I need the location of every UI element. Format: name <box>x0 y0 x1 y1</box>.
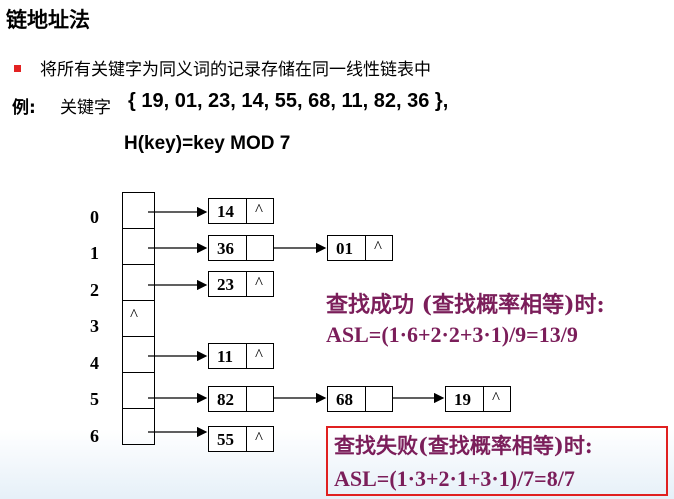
node-value: 36 <box>209 236 247 260</box>
null-pointer-icon: ^ <box>130 305 138 324</box>
node-55: 55 ^ <box>208 426 274 452</box>
key-set: { 19, 01, 23, 14, 55, 68, 11, 82, 36 }, <box>128 90 449 112</box>
index-label-2: 2 <box>90 280 99 300</box>
success-heading: 查找成功 (查找概率相等)时: <box>326 292 605 318</box>
pointer-cell <box>366 387 390 411</box>
null-pointer-icon: ^ <box>492 388 500 407</box>
node-value: 19 <box>446 387 484 411</box>
node-value: 68 <box>328 387 366 411</box>
node-23: 23 ^ <box>208 271 274 297</box>
table-slot-4 <box>122 337 155 373</box>
node-36: 36 <box>208 235 274 261</box>
null-pointer-icon: ^ <box>374 237 382 256</box>
example-label: 例: <box>12 98 36 118</box>
index-label-5: 5 <box>90 389 99 409</box>
table-slot-1 <box>122 229 155 265</box>
example-keyword-label: 关键字 <box>60 98 111 118</box>
node-14: 14 ^ <box>208 198 274 224</box>
table-slot-3: ^ <box>122 301 155 337</box>
node-01: 01 ^ <box>327 235 393 261</box>
page-title: 链地址法 <box>6 8 90 32</box>
table-slot-5 <box>122 373 155 409</box>
node-value: 14 <box>209 199 247 223</box>
node-82: 82 <box>208 386 274 412</box>
node-value: 01 <box>328 236 366 260</box>
table-slot-6 <box>122 409 155 445</box>
success-formula: ASL=(1·6+2·2+3·1)/9=13/9 <box>326 322 578 347</box>
null-pointer-icon: ^ <box>255 428 263 447</box>
index-label-1: 1 <box>90 243 99 263</box>
index-label-0: 0 <box>90 207 99 227</box>
table-slot-2 <box>122 265 155 301</box>
failure-formula: ASL=(1·3+2·1+3·1)/7=8/7 <box>334 466 575 491</box>
bullet-text: 将所有关键字为同义词的记录存储在同一线性链表中 <box>40 60 431 80</box>
index-label-6: 6 <box>90 426 99 446</box>
failure-heading: 查找失败(查找概率相等)时: <box>334 433 593 458</box>
index-label-3: 3 <box>90 316 99 336</box>
index-label-4: 4 <box>90 353 99 373</box>
node-19: 19 ^ <box>445 386 511 412</box>
node-value: 55 <box>209 427 247 451</box>
node-68: 68 <box>327 386 393 412</box>
bullet-square-icon <box>14 65 21 72</box>
null-pointer-icon: ^ <box>255 273 263 292</box>
node-value: 23 <box>209 272 247 296</box>
hash-function: H(key)=key MOD 7 <box>124 133 291 154</box>
node-value: 11 <box>209 344 247 368</box>
null-pointer-icon: ^ <box>255 345 263 364</box>
null-pointer-icon: ^ <box>255 200 263 219</box>
pointer-cell <box>247 236 271 260</box>
pointer-cell <box>247 387 271 411</box>
node-value: 82 <box>209 387 247 411</box>
failure-box <box>326 426 668 496</box>
table-slot-0 <box>122 192 155 229</box>
node-11: 11 ^ <box>208 343 274 369</box>
